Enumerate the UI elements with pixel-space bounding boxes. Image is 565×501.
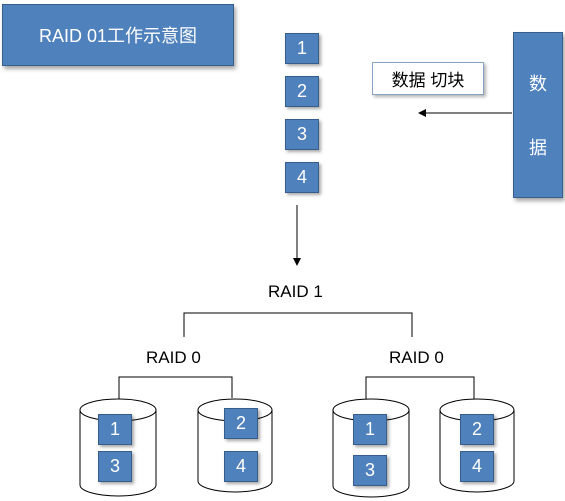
disk-1-block-2: 3 [98,451,132,482]
data-source-char-1: 数 [529,74,547,94]
disk-3-block-2: 3 [353,455,387,486]
disk-4-block-2: 4 [460,451,494,482]
diagram-title: RAID 01工作示意图 [2,4,234,66]
raid0-left-bracket [118,376,233,410]
disk-2-block-2: 4 [224,451,258,482]
raid0-right-label: RAID 0 [389,348,444,367]
stripe-block-4: 4 [285,162,319,193]
stripe-block-1: 1 [285,33,319,64]
disk-4-block-1: 2 [460,414,494,445]
raid1-label: RAID 1 [268,282,323,301]
raid0-right-bracket [365,376,475,400]
disk-1-block-1: 1 [98,414,132,445]
disk-2-block-1: 2 [224,408,258,439]
disk-3-block-1: 1 [353,414,387,445]
data-source-box: 数 据 [513,32,563,198]
disk-4 [439,398,515,493]
data-source-char-2: 据 [529,138,547,158]
raid0-left-label: RAID 0 [146,348,201,367]
stripe-block-3: 3 [285,119,319,150]
data-chunking-label: 数据 切块 [372,62,484,95]
raid1-bracket [183,312,413,337]
stripe-block-2: 2 [285,76,319,107]
